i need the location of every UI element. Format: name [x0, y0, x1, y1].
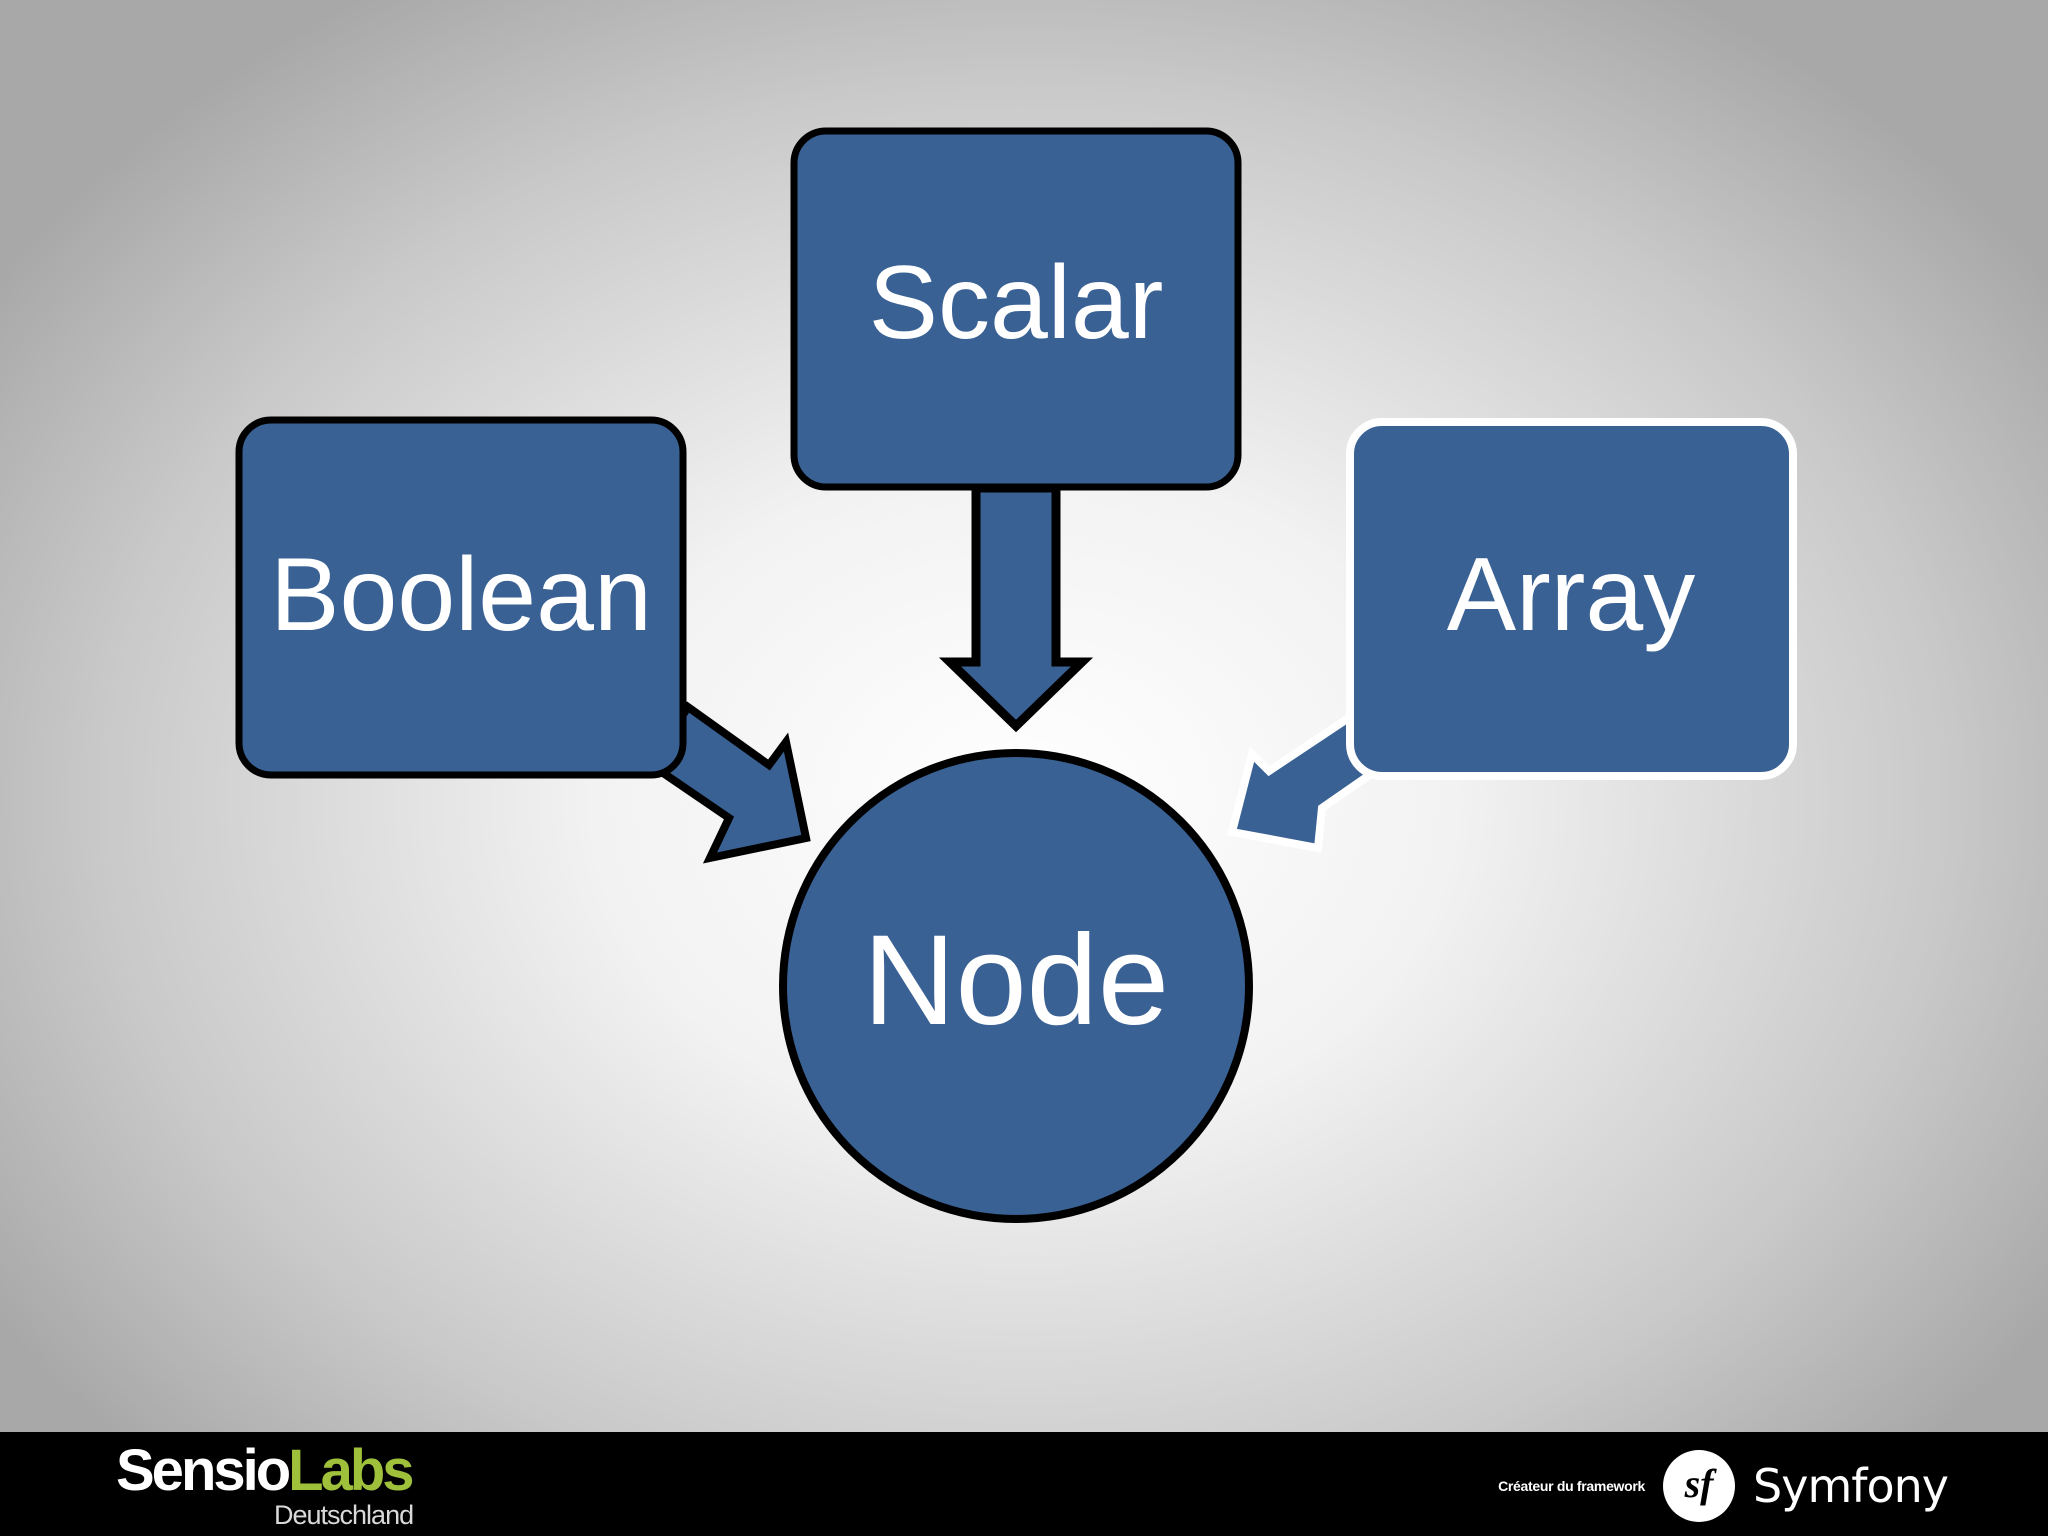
boolean-label: Boolean	[270, 537, 652, 653]
symfony-logo: Créateur du framework sf Symfony	[1498, 1450, 1949, 1522]
labs-text: Labs	[288, 1438, 414, 1503]
creator-text: Créateur du framework	[1498, 1478, 1646, 1494]
node-label: Node	[863, 909, 1169, 1052]
node-type-diagram: Scalar Boolean Array Node	[235, 127, 1797, 1223]
footer-bar: SensioLabs Deutschland Créateur du frame…	[0, 1432, 2048, 1536]
sensiolabs-wordmark: SensioLabs	[116, 1442, 415, 1500]
sensio-text: Sensio	[116, 1438, 291, 1503]
symfony-sf-icon: sf	[1663, 1450, 1736, 1522]
array-label: Array	[1447, 537, 1695, 653]
array-box: Array	[1346, 418, 1797, 780]
arrow-scalar-to-node	[938, 483, 1094, 733]
scalar-box: Scalar	[790, 127, 1242, 491]
sf-glyph: sf	[1684, 1461, 1714, 1506]
node-circle: Node	[779, 749, 1253, 1223]
sensiolabs-logo: SensioLabs Deutschland	[116, 1442, 456, 1532]
symfony-wordmark: Symfony	[1753, 1459, 1949, 1513]
boolean-box: Boolean	[235, 416, 687, 779]
scalar-label: Scalar	[869, 245, 1164, 361]
deutschland-text: Deutschland	[274, 1500, 414, 1530]
